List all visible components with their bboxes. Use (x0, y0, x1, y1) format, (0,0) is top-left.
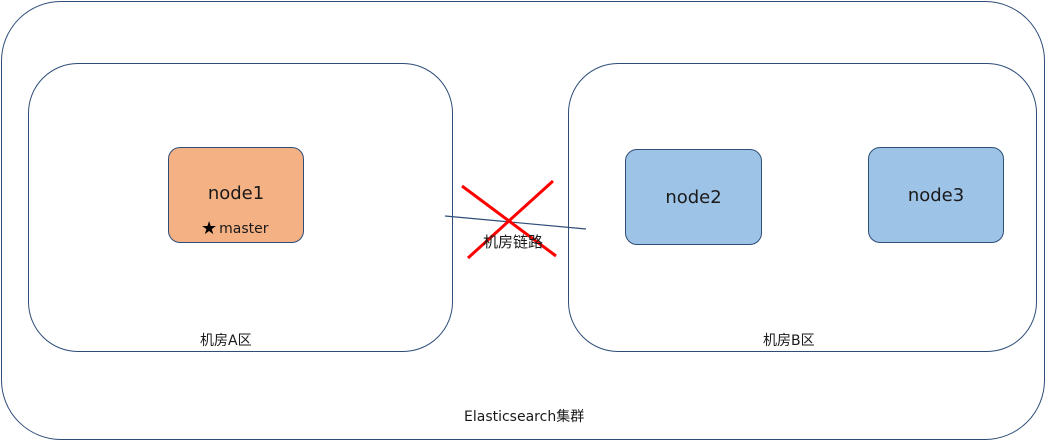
node1-box: node1 ★ master (168, 147, 304, 243)
master-label: master (219, 221, 269, 237)
master-badge: ★ master (201, 220, 269, 238)
node2-box: node2 (625, 149, 762, 245)
node3-label: node3 (907, 184, 965, 206)
zone-a-label: 机房A区 (200, 333, 252, 349)
node3-box: node3 (868, 147, 1004, 243)
star-icon: ★ (201, 218, 218, 239)
cluster-label: Elasticsearch集群 (464, 409, 585, 425)
link-label: 机房链路 (483, 233, 544, 251)
zone-b-label: 机房B区 (763, 333, 815, 349)
node1-label: node1 (207, 183, 265, 204)
node2-label: node2 (665, 186, 722, 208)
zone-a-container (28, 63, 453, 352)
